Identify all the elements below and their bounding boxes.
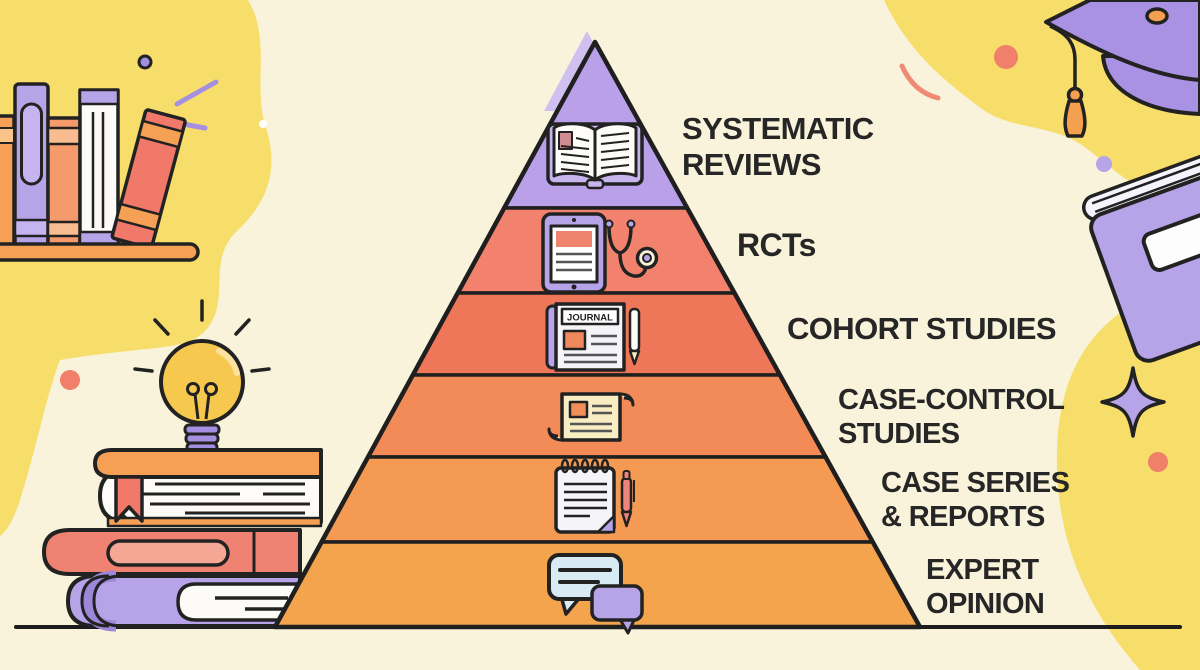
book-tilted-coral bbox=[110, 108, 187, 250]
label-line: CASE SERIES bbox=[881, 467, 1070, 499]
bookshelf-illustration bbox=[0, 82, 200, 262]
purple-slash-long bbox=[174, 79, 219, 107]
lightbulb-on-books-illustration bbox=[42, 299, 323, 632]
label-line: RCTs bbox=[737, 227, 816, 263]
label-cohort-studies: COHORT STUDIES bbox=[787, 311, 1056, 347]
open-book-icon bbox=[546, 122, 644, 190]
label-line: & REPORTS bbox=[881, 500, 1045, 533]
notepad-pen-icon bbox=[554, 458, 635, 534]
shelf bbox=[0, 242, 200, 262]
label-systematic-reviews: SYSTEMATIC REVIEWS bbox=[682, 111, 874, 183]
white-dot bbox=[259, 120, 267, 128]
coral-arc bbox=[899, 63, 941, 101]
cap-button bbox=[1145, 7, 1169, 25]
purple-slash-short bbox=[180, 121, 208, 131]
tassel-cord bbox=[1049, 24, 1077, 90]
stacked-book-bottom bbox=[66, 570, 302, 632]
label-rcts: RCTs bbox=[737, 227, 816, 264]
blob-bottom-right bbox=[1056, 282, 1200, 670]
chat-bubbles-icon bbox=[547, 553, 644, 635]
stacked-book-middle bbox=[42, 528, 302, 576]
label-line: CASE-CONTROL bbox=[838, 384, 1065, 416]
stacked-book-top bbox=[93, 448, 323, 528]
lightbulb-icon bbox=[133, 299, 271, 462]
purple-dot-top-left bbox=[137, 54, 153, 70]
graduation-cap-illustration bbox=[1044, 0, 1200, 138]
sparkle-icon bbox=[1100, 366, 1166, 438]
scroll-icon bbox=[547, 392, 635, 442]
coral-dot-left bbox=[60, 370, 80, 390]
journal-pen-icon: JOURNAL bbox=[545, 302, 641, 372]
tilted-book-illustration bbox=[1081, 133, 1200, 363]
label-line: OPINION bbox=[926, 587, 1045, 620]
book-white bbox=[78, 88, 120, 248]
coral-dot-bottom-right bbox=[1148, 452, 1168, 472]
tassel-body bbox=[1063, 99, 1087, 138]
label-line: EXPERT bbox=[926, 554, 1039, 586]
label-case-control-studies: CASE-CONTROL STUDIES bbox=[838, 384, 1065, 451]
pyramid-outline bbox=[272, 39, 923, 630]
purple-dot-right bbox=[1096, 156, 1112, 172]
journal-icon-text: JOURNAL bbox=[567, 313, 613, 324]
label-line: STUDIES bbox=[838, 417, 960, 450]
label-line: COHORT STUDIES bbox=[787, 311, 1056, 346]
bookmark-ribbon bbox=[114, 475, 144, 523]
coral-dot-top-right bbox=[994, 45, 1018, 69]
label-case-series-reports: CASE SERIES & REPORTS bbox=[881, 467, 1070, 534]
label-line: SYSTEMATIC bbox=[682, 111, 874, 146]
label-expert-opinion: EXPERT OPINION bbox=[926, 554, 1045, 621]
label-line: REVIEWS bbox=[682, 146, 821, 182]
tablet-stethoscope-icon bbox=[541, 212, 659, 294]
